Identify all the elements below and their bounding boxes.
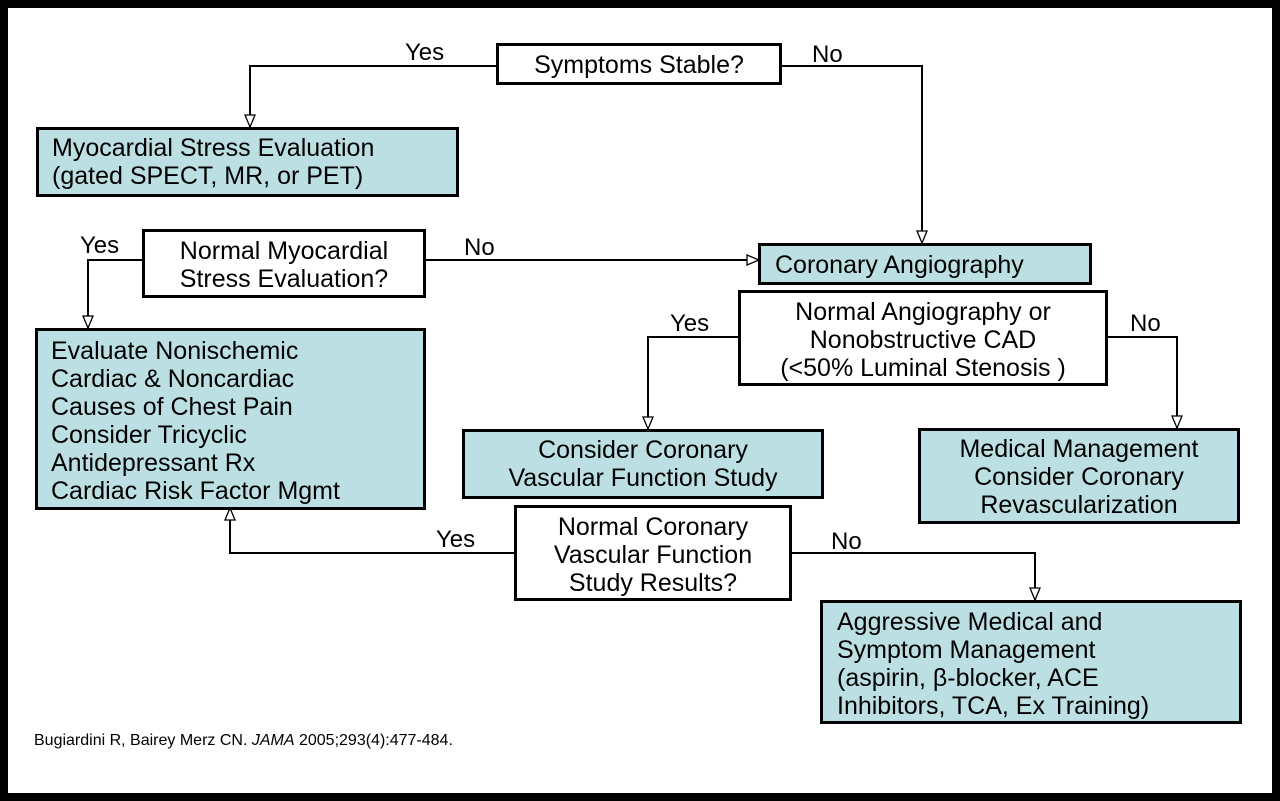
- label-stable-no: No: [812, 41, 843, 68]
- node-text: Revascularization: [980, 491, 1178, 519]
- node-text: (<50% Luminal Stenosis ): [780, 354, 1066, 382]
- node-text: Antidepressant Rx: [51, 449, 256, 477]
- node-text: Stress Evaluation?: [179, 265, 389, 293]
- label-normal-cvfs-no: No: [831, 528, 862, 555]
- label-normal-stress-no: No: [464, 234, 495, 261]
- node-text: Medical Management: [959, 435, 1199, 463]
- label-normal-angio-yes: Yes: [670, 310, 710, 337]
- node-text: (gated SPECT, MR, or PET): [52, 162, 364, 190]
- node-evaluate-nonischemic: Evaluate Nonischemic Cardiac & Noncardia…: [35, 328, 426, 510]
- node-text: Myocardial Stress Evaluation: [52, 134, 375, 162]
- node-coronary-angiography: Coronary Angiography: [758, 243, 1092, 285]
- node-text: Consider Tricyclic: [51, 421, 247, 449]
- label-normal-cvfs-yes: Yes: [436, 526, 476, 553]
- node-text: Nonobstructive CAD: [809, 326, 1037, 354]
- node-text: Symptom Management: [837, 636, 1096, 664]
- node-text: Consider Coronary: [974, 463, 1184, 491]
- node-text: Vascular Function Study: [508, 464, 778, 492]
- node-text: Cardiac Risk Factor Mgmt: [51, 477, 340, 505]
- node-normal-angiography: Normal Angiography or Nonobstructive CAD…: [738, 290, 1108, 386]
- node-text: (aspirin, β-blocker, ACE: [837, 664, 1099, 692]
- node-text: Coronary Angiography: [775, 251, 1024, 279]
- citation-reference: 2005;293(4):477-484.: [298, 732, 453, 749]
- node-normal-cvfs-results: Normal Coronary Vascular Function Study …: [514, 505, 792, 601]
- node-text: Normal Angiography or: [795, 298, 1051, 326]
- node-text: Symptoms Stable?: [534, 51, 744, 79]
- node-symptoms-stable: Symptoms Stable?: [496, 43, 782, 85]
- label-stable-yes: Yes: [405, 39, 445, 66]
- node-text: Study Results?: [568, 569, 738, 597]
- node-stress-evaluation: Myocardial Stress Evaluation (gated SPEC…: [36, 127, 459, 197]
- node-normal-stress-evaluation: Normal Myocardial Stress Evaluation?: [142, 229, 426, 298]
- label-normal-stress-yes: Yes: [80, 232, 120, 259]
- node-text: Normal Coronary: [557, 513, 749, 541]
- node-text: Causes of Chest Pain: [51, 393, 293, 421]
- node-text: Vascular Function: [553, 541, 753, 569]
- node-text: Evaluate Nonischemic: [51, 337, 299, 365]
- citation-journal: JAMA: [251, 732, 295, 749]
- node-text: Inhibitors, TCA, Ex Training): [837, 692, 1150, 720]
- citation-authors: Bugiardini R, Bairey Merz CN.: [34, 732, 248, 749]
- label-normal-angio-no: No: [1130, 310, 1161, 337]
- node-consider-cvfs: Consider Coronary Vascular Function Stud…: [462, 429, 824, 499]
- node-text: Normal Myocardial: [179, 237, 389, 265]
- node-medical-management: Medical Management Consider Coronary Rev…: [918, 428, 1240, 524]
- citation: Bugiardini R, Bairey Merz CN. JAMA 2005;…: [34, 732, 453, 750]
- node-text: Consider Coronary: [538, 436, 748, 464]
- node-aggressive-management: Aggressive Medical and Symptom Managemen…: [820, 600, 1242, 724]
- node-text: Aggressive Medical and: [837, 608, 1103, 636]
- node-text: Cardiac & Noncardiac: [51, 365, 295, 393]
